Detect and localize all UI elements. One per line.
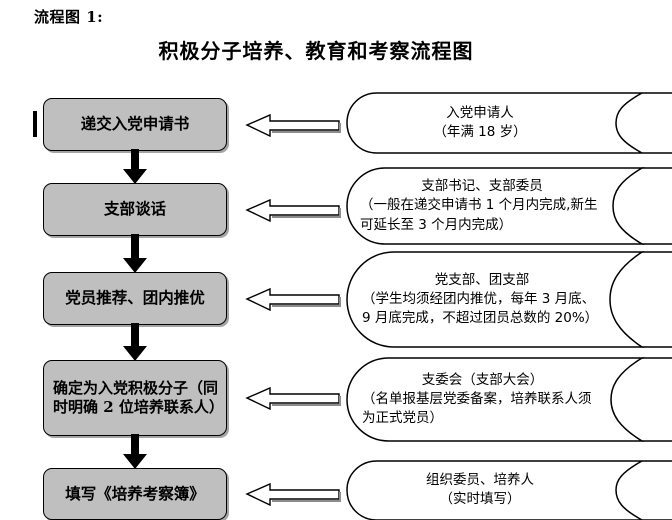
process-box-step-4[interactable]: 确定为入党积极分子（同时明确 2 位培养联系人） [43, 360, 227, 436]
callout-arrow-3 [245, 286, 341, 312]
connector-arrow-3-to-4 [122, 323, 148, 362]
annotation-detail-5: （实时填写） [439, 491, 521, 507]
text-caret-artifact [33, 111, 37, 137]
annotation-shape-3: 党支部、团支部 （学生均须经团内推优，每年 3 月底、9 月底完成，不超过团员总… [346, 251, 672, 348]
annotation-shape-1: 入党申请人 （年满 18 岁） [346, 92, 672, 154]
figure-label: 流程图 1: [34, 8, 104, 26]
callout-arrow-5 [245, 481, 341, 507]
annotation-detail-2: （一般在递交申请书 1 个月内完成,新生可延长至 3 个月内完成） [360, 197, 598, 233]
process-box-step-5[interactable]: 填写《培养考察簿》 [43, 468, 227, 520]
annotation-shape-4: 支委会（支部大会） （名单报基层党委备案，培养联系人须为正式党员） [346, 357, 672, 442]
annotation-shape-2: 支部书记、支部委员 （一般在递交申请书 1 个月内完成,新生可延长至 3 个月内… [346, 167, 672, 245]
callout-arrow-4 [245, 385, 341, 411]
annotation-actor-3: 党支部、团支部 [434, 271, 530, 288]
annotation-text-5: 组织委员、培养人 （实时填写） [346, 460, 614, 520]
annotation-text-3: 党支部、团支部 （学生均须经团内推优，每年 3 月底、9 月底完成，不超过团员总… [346, 251, 610, 348]
process-box-step-1[interactable]: 递交入党申请书 [43, 98, 227, 151]
annotation-text-4: 支委会（支部大会） （名单报基层党委备案，培养联系人须为正式党员） [346, 357, 611, 442]
page-title: 积极分子培养、教育和考察流程图 [0, 35, 672, 64]
callout-arrow-2 [245, 197, 341, 223]
annotation-actor-5: 组织委员、培养人 [426, 471, 534, 488]
connector-arrow-2-to-3 [122, 234, 148, 274]
annotation-detail-4: （名单报基层党委备案，培养联系人须为正式党员） [362, 390, 592, 427]
annotation-actor-4: 支委会（支部大会） [421, 371, 544, 388]
process-box-step-3[interactable]: 党员推荐、团内推优 [43, 272, 227, 325]
annotation-actor-1: 入党申请人 [446, 104, 514, 121]
annotation-detail-3: （学生均须经团内推优，每年 3 月底、9 月底完成，不超过团员总数的 20%） [362, 290, 599, 327]
page-title-text: 积极分子培养、教育和考察流程图 [158, 39, 474, 63]
process-box-step-2[interactable]: 支部谈话 [43, 183, 227, 236]
annotation-shape-5: 组织委员、培养人 （实时填写） [346, 460, 672, 520]
annotation-text-1: 入党申请人 （年满 18 岁） [346, 92, 614, 154]
callout-arrow-1 [245, 112, 341, 138]
annotation-detail-1: （年满 18 岁） [433, 124, 527, 140]
connector-arrow-4-to-5 [122, 434, 148, 470]
annotation-text-2: 支部书记、支部委员 （一般在递交申请书 1 个月内完成,新生可延长至 3 个月内… [346, 167, 612, 245]
connector-arrow-1-to-2 [122, 149, 148, 185]
annotation-actor-2: 支部书记、支部委员 [421, 178, 543, 195]
